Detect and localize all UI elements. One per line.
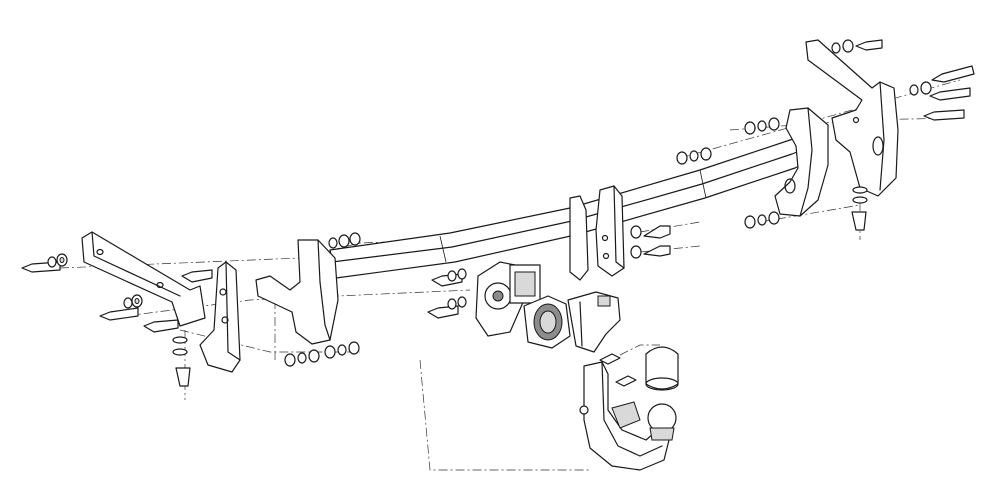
bolt bbox=[99, 307, 139, 321]
tow-ball bbox=[647, 403, 677, 441]
left-bracket-inner bbox=[199, 261, 241, 373]
bolt bbox=[615, 375, 637, 387]
socket-plate bbox=[475, 261, 541, 337]
nut-row bbox=[284, 349, 320, 367]
nut-row bbox=[324, 341, 360, 359]
bolt bbox=[929, 87, 971, 101]
bolt bbox=[643, 225, 671, 239]
nut-row bbox=[447, 268, 467, 310]
electrical-socket bbox=[523, 295, 571, 349]
nut-row bbox=[831, 39, 854, 54]
nut-row bbox=[744, 117, 780, 135]
nut-row bbox=[172, 336, 188, 356]
nut-row bbox=[630, 225, 642, 259]
nut-row bbox=[47, 253, 68, 268]
bolt bbox=[431, 273, 463, 287]
bolt bbox=[599, 353, 621, 365]
center-mount bbox=[569, 185, 625, 281]
bolt-sets bbox=[21, 39, 975, 387]
bolt bbox=[175, 367, 191, 387]
bolt bbox=[143, 319, 179, 333]
nut-row bbox=[909, 81, 932, 96]
bolt bbox=[923, 109, 965, 121]
nut-row bbox=[123, 294, 143, 309]
ball-cover bbox=[645, 346, 679, 391]
nut-row bbox=[744, 211, 780, 229]
bolt bbox=[931, 65, 975, 83]
nut-row bbox=[852, 186, 868, 204]
bolt bbox=[643, 245, 671, 257]
nut-and-washer-sets bbox=[47, 39, 932, 367]
left-bar-end-mount bbox=[255, 239, 339, 345]
bolt bbox=[855, 39, 883, 51]
right-bracket-inner bbox=[774, 107, 829, 217]
nut-row bbox=[676, 147, 712, 165]
bolt bbox=[181, 269, 213, 283]
right-bracket-outer bbox=[805, 39, 899, 197]
neck-receiver bbox=[567, 291, 621, 353]
left-bracket-outer bbox=[81, 231, 206, 327]
nut-row bbox=[328, 232, 361, 249]
bolt bbox=[851, 211, 867, 231]
